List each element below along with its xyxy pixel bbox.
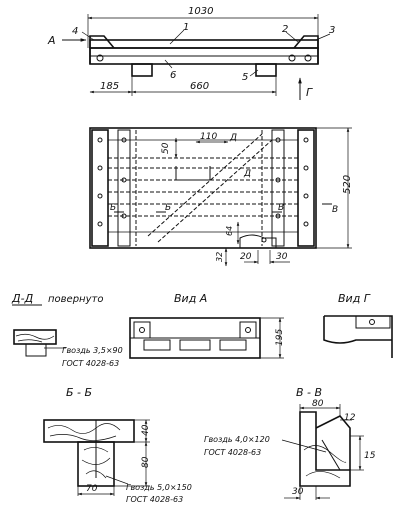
view-a: Вид А 195	[129, 292, 285, 359]
dim-50: 50	[161, 142, 171, 154]
nail-vv-1: Гвоздь 4,0×120	[204, 435, 270, 444]
leader	[285, 31, 299, 43]
nail-dd-2: ГОСТ 4028-63	[62, 359, 119, 368]
bolt	[139, 327, 145, 333]
dim-1030: 1030	[188, 6, 213, 17]
wood-grain	[47, 423, 121, 441]
callout-1: 1	[183, 22, 189, 33]
bolt	[245, 327, 251, 333]
dim-bb-40: 40	[141, 424, 151, 436]
diagonal-brace	[147, 133, 273, 243]
inner-rail-left	[117, 129, 131, 247]
view-a-marker: А	[47, 34, 56, 47]
bolt	[369, 319, 375, 325]
nail-bb-1: Гвоздь 5,0×150	[126, 483, 192, 492]
wood-grain	[15, 333, 55, 343]
section-d-marker: Д	[229, 133, 237, 143]
leader	[281, 439, 327, 453]
section-dd: Д-Д повернуто Гвоздь 3,5×90 ГОСТ 4028-63	[11, 292, 123, 368]
callout-5: 5	[242, 72, 248, 83]
section-v-right: В	[332, 205, 338, 215]
dim-195: 195	[275, 329, 285, 346]
nail	[321, 439, 341, 471]
deck-board	[89, 39, 319, 49]
dim-vv-30: 30	[292, 487, 304, 497]
nail-bb-2: ГОСТ 4028-63	[126, 495, 183, 504]
view-a-bracket	[133, 321, 151, 339]
section-dd-title: Д-Д	[11, 292, 34, 305]
view-g-title: Вид Г	[338, 292, 371, 305]
wood-grain	[303, 445, 347, 479]
bb-top-board	[43, 419, 135, 443]
section-d-marker-2: Д	[243, 169, 251, 179]
section-dd-note: повернуто	[48, 294, 103, 305]
view-g-outline	[323, 315, 393, 358]
plan-outline	[89, 127, 317, 249]
section-vv: В - В 80 12 15 30 Гвоздь 4,0×120 ГОСТ 40…	[204, 386, 376, 500]
right-bracket	[293, 35, 319, 64]
vv-bracket	[315, 415, 351, 470]
bolt	[288, 54, 296, 62]
rail-nails	[97, 137, 309, 227]
dim-vv-80: 80	[312, 399, 324, 409]
view-g-marker: Г	[306, 86, 313, 99]
callout-2: 2	[282, 24, 288, 35]
bolt	[304, 54, 312, 62]
view-a-block	[179, 339, 211, 351]
leader	[81, 31, 95, 41]
dim-32: 32	[215, 252, 224, 262]
dim-20: 20	[240, 252, 252, 262]
view-g: Вид Г	[323, 292, 393, 358]
leader	[105, 475, 129, 485]
dim-vv-12: 12	[344, 413, 356, 423]
view-a-bracket	[239, 321, 257, 339]
leader	[164, 59, 173, 69]
right-rail	[297, 129, 315, 247]
section-vv-title: В - В	[296, 386, 322, 399]
bottom-notch	[239, 234, 277, 248]
section-v-left: В	[278, 203, 284, 213]
callout-6: 6	[170, 70, 176, 81]
section-bb: Б - Б 40 80 70 Гвоздь 5,0×150 ГОСТ 4028-…	[43, 386, 192, 504]
left-bracket	[89, 35, 115, 64]
view-a-block	[143, 339, 171, 351]
side-view: 1030 1 2 3 4 5 6 А Г	[47, 6, 335, 100]
dim-110: 110	[200, 132, 217, 142]
dim-520: 520	[342, 175, 353, 194]
section-board	[13, 329, 57, 345]
bolt	[96, 54, 104, 62]
inner-rail-right	[271, 129, 285, 247]
inner-notch	[175, 166, 211, 181]
lower-board	[25, 343, 47, 357]
dim-bb-70: 70	[86, 484, 98, 494]
leader	[315, 33, 331, 41]
section-b-left: Б	[110, 203, 116, 213]
view-a-title: Вид А	[174, 292, 207, 305]
nail-vv-2: ГОСТ 4028-63	[204, 448, 261, 457]
foot	[131, 63, 153, 77]
bolt	[261, 237, 267, 243]
nail-dd-1: Гвоздь 3,5×90	[62, 346, 123, 355]
callout-4: 4	[72, 26, 78, 37]
dim-660: 660	[190, 81, 209, 92]
dim-64: 64	[225, 226, 234, 236]
view-a-block	[219, 339, 247, 351]
callout-3: 3	[329, 25, 335, 36]
section-b-right: Б	[165, 203, 171, 213]
dim-185: 185	[100, 81, 119, 92]
leader	[169, 29, 185, 45]
leader	[249, 69, 259, 77]
plan-view: 50 110 Д Д 520 Б Б В В 64 32 20 30	[89, 127, 353, 267]
section-bb-title: Б - Б	[66, 386, 92, 399]
dim-vv-15: 15	[364, 451, 376, 461]
foot	[255, 63, 277, 77]
dim-30: 30	[276, 252, 288, 262]
dim-bb-80: 80	[141, 456, 151, 468]
view-g-plate	[355, 315, 391, 329]
left-rail	[91, 129, 109, 247]
